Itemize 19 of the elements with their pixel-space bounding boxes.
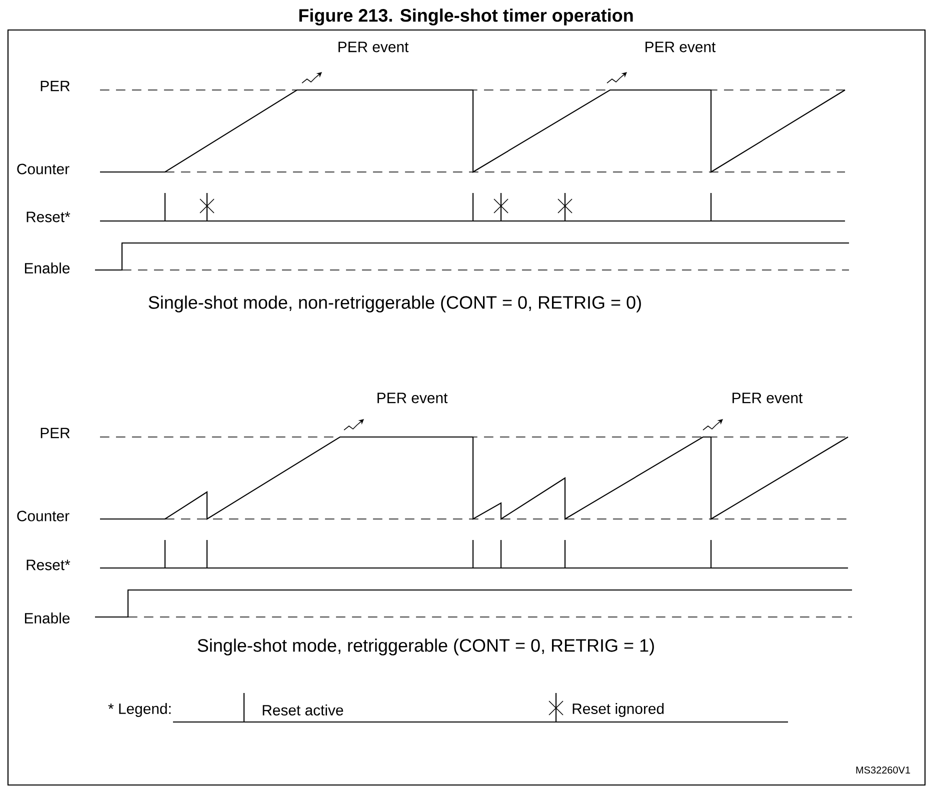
signal-label: Reset* bbox=[26, 560, 70, 570]
signal-label: Enable bbox=[24, 262, 70, 274]
signal-label: Counter bbox=[17, 510, 70, 522]
event-label: PER event bbox=[646, 42, 716, 52]
figure-code: MS32260V1 bbox=[856, 766, 910, 774]
mode-caption: Single-shot mode, non-retriggerable (CONT = 0, RETRIG = 0) bbox=[148, 296, 641, 312]
signal-label: PER bbox=[40, 80, 70, 92]
signal-label: Enable bbox=[24, 612, 70, 624]
event-label: PER event bbox=[378, 392, 448, 404]
signal-label: Reset* bbox=[26, 212, 70, 222]
signal-label: PER bbox=[40, 428, 70, 438]
legend-label: Reset ignored bbox=[572, 703, 664, 717]
signal-label: Counter bbox=[17, 164, 70, 174]
event-label: PER event bbox=[338, 42, 409, 52]
legend-heading: * Legend: bbox=[108, 703, 171, 717]
mode-caption: Single-shot mode, retriggerable (CONT = 0, RETRIG = 1) bbox=[198, 638, 654, 656]
legend-label: Reset active bbox=[262, 704, 344, 716]
figure-title: Figure 213. Single-shot timer operation bbox=[299, 8, 633, 26]
event-label: PER event bbox=[732, 392, 803, 404]
